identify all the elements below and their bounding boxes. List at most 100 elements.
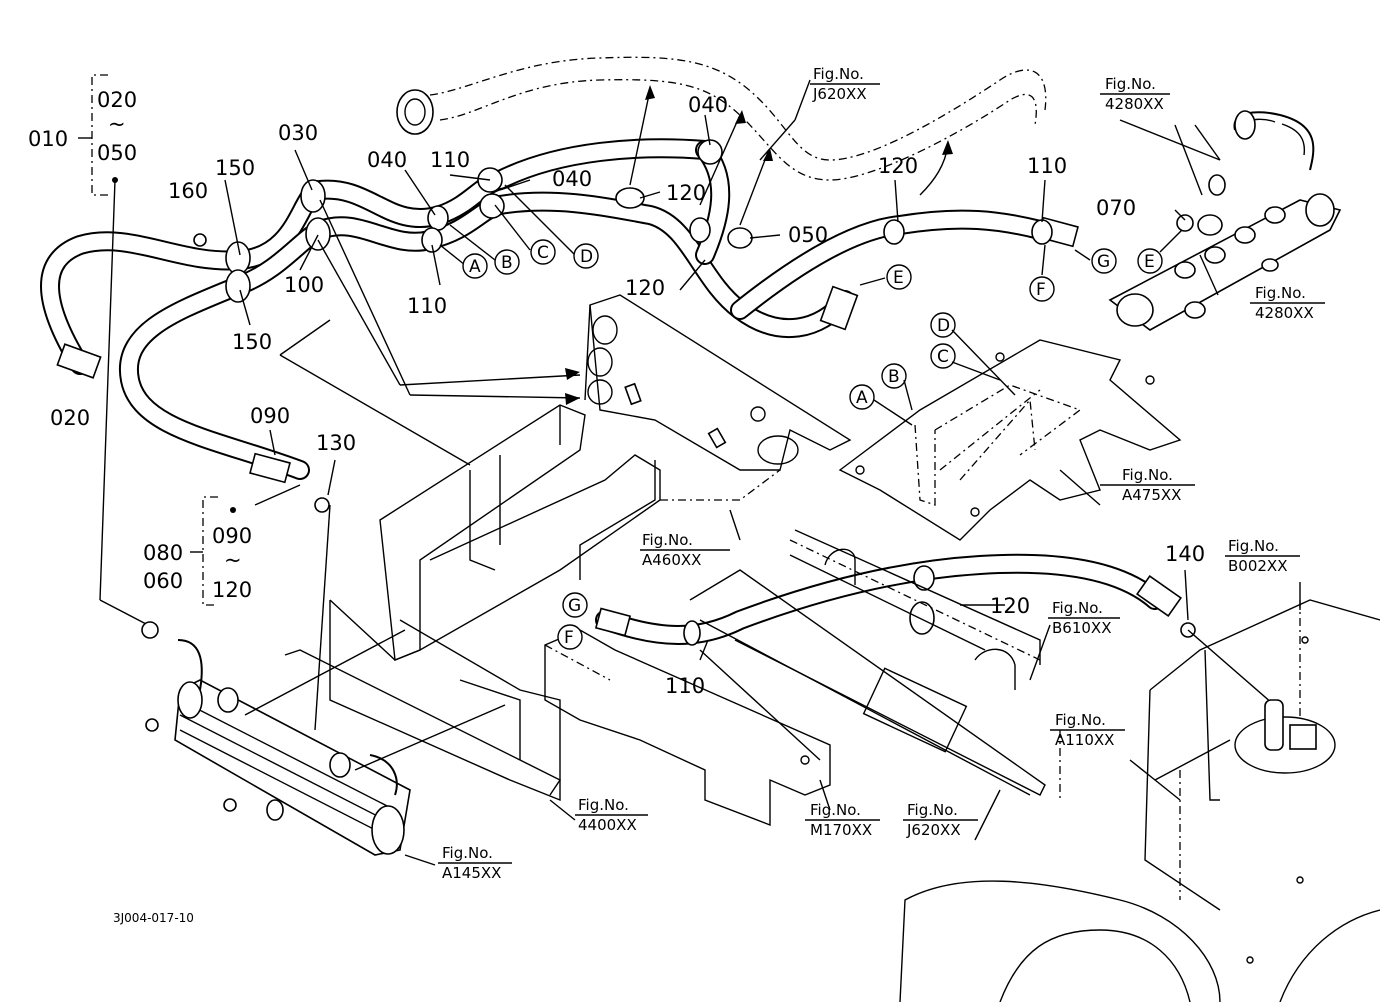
part-label-160: 160	[168, 179, 208, 203]
part-label-040: 040	[367, 148, 407, 172]
part-label-120: 120	[878, 154, 918, 178]
svg-text:B002XX: B002XX	[1228, 557, 1287, 575]
fig-ref-b610xx: Fig.No. B610XX	[1048, 599, 1120, 637]
part-label-150: 150	[232, 330, 272, 354]
svg-text:Fig.No.: Fig.No.	[1255, 284, 1306, 302]
svg-text:A110XX: A110XX	[1055, 731, 1114, 749]
range-bracket-080	[190, 496, 236, 606]
range-bracket-010	[78, 74, 118, 196]
fig-ref-a145xx: Fig.No. A145XX	[438, 844, 512, 882]
callout-e: E	[886, 264, 912, 290]
return-hose-assembly	[40, 138, 1079, 513]
callout-e: E	[1137, 248, 1163, 274]
callout-b: B	[494, 249, 520, 275]
callout-f: F	[557, 624, 583, 650]
fuel-rail-assembly	[1108, 110, 1342, 331]
svg-text:Fig.No.: Fig.No.	[813, 65, 864, 83]
svg-text:B: B	[888, 367, 900, 387]
fuel-tank-bracket-plate	[838, 339, 1182, 541]
callout-c: C	[530, 239, 556, 265]
figure-references: Fig.No. J620XX Fig.No. 4280XX Fig.No. 42…	[438, 65, 1325, 882]
frame-bracket	[284, 294, 852, 802]
part-label-120: 120	[990, 594, 1030, 618]
svg-text:4280XX: 4280XX	[1105, 95, 1164, 113]
fig-ref-4400xx: Fig.No. 4400XX	[575, 796, 648, 834]
callout-letters: A B C D E F G E A B C D F G	[462, 239, 1163, 650]
lower-brackets	[544, 529, 1061, 841]
callout-g: G	[1091, 248, 1117, 274]
part-label-020: 020	[50, 406, 90, 430]
range-tilde: ~	[108, 112, 126, 136]
part-label-010: 010	[28, 127, 68, 151]
svg-text:J620XX: J620XX	[812, 85, 867, 103]
part-label-120: 120	[666, 181, 706, 205]
svg-text:Fig.No.: Fig.No.	[1105, 75, 1156, 93]
fig-ref-a460xx: Fig.No. A460XX	[640, 531, 730, 569]
part-label-110: 110	[407, 294, 447, 318]
callout-d: D	[573, 243, 599, 269]
svg-text:A460XX: A460XX	[642, 551, 701, 569]
svg-text:A475XX: A475XX	[1122, 486, 1181, 504]
part-label-040: 040	[552, 167, 592, 191]
callout-d: D	[930, 312, 956, 338]
part-label-120: 120	[625, 276, 665, 300]
svg-text:E: E	[893, 268, 904, 288]
svg-text:E: E	[1144, 252, 1155, 272]
part-label-060: 060	[143, 569, 183, 593]
part-label-130: 130	[316, 431, 356, 455]
svg-text:G: G	[568, 596, 581, 616]
part-label-100: 100	[284, 273, 324, 297]
svg-text:Fig.No.: Fig.No.	[1122, 466, 1173, 484]
fig-ref-a475xx: Fig.No. A475XX	[1100, 466, 1195, 504]
svg-text:Fig.No.: Fig.No.	[642, 531, 693, 549]
callout-a: A	[849, 384, 875, 410]
callout-b: B	[881, 363, 907, 389]
callout-f: F	[1029, 276, 1055, 302]
lower-fuel-hose	[594, 553, 1281, 761]
part-label-070: 070	[1096, 196, 1136, 220]
part-label-150: 150	[215, 156, 255, 180]
part-label-110: 110	[430, 148, 470, 172]
fig-ref-j620xx-bottom: Fig.No. J620XX	[903, 801, 978, 839]
part-label-090: 090	[212, 524, 252, 548]
ref-leaders	[549, 119, 1221, 821]
svg-text:A: A	[469, 257, 481, 277]
svg-text:J620XX: J620XX	[906, 821, 961, 839]
callout-a: A	[462, 253, 488, 279]
part-label-030: 030	[278, 121, 318, 145]
part-label-080: 080	[143, 541, 183, 565]
fig-ref-a110xx: Fig.No. A110XX	[1050, 711, 1125, 749]
part-label-110: 110	[665, 674, 705, 698]
drawing-id: 3J004-017-10	[113, 911, 194, 925]
svg-text:4280XX: 4280XX	[1255, 304, 1314, 322]
svg-text:4400XX: 4400XX	[578, 816, 637, 834]
fig-ref-j620xx-top: Fig.No. J620XX	[810, 65, 880, 103]
leader-lines	[99, 79, 1091, 731]
svg-text:A145XX: A145XX	[442, 864, 501, 882]
svg-text:Fig.No.: Fig.No.	[442, 844, 493, 862]
oil-cooler	[141, 621, 506, 866]
svg-text:B610XX: B610XX	[1052, 619, 1111, 637]
svg-text:F: F	[1036, 280, 1046, 300]
svg-text:Fig.No.: Fig.No.	[1228, 537, 1279, 555]
svg-text:D: D	[580, 247, 593, 267]
svg-text:Fig.No.: Fig.No.	[578, 796, 629, 814]
svg-text:A: A	[856, 388, 868, 408]
fig-ref-4280xx-top: Fig.No. 4280XX	[1100, 75, 1170, 113]
part-label-040: 040	[688, 93, 728, 117]
svg-text:D: D	[937, 316, 950, 336]
svg-text:F: F	[564, 628, 574, 648]
part-label-020: 020	[97, 88, 137, 112]
part-label-050: 050	[97, 141, 137, 165]
fuel-tank	[899, 582, 1380, 1002]
part-label-050: 050	[788, 223, 828, 247]
svg-text:M170XX: M170XX	[810, 821, 872, 839]
svg-text:Fig.No.: Fig.No.	[1052, 599, 1103, 617]
svg-text:Fig.No.: Fig.No.	[810, 801, 861, 819]
svg-text:Fig.No.: Fig.No.	[1055, 711, 1106, 729]
part-label-110: 110	[1027, 154, 1067, 178]
svg-text:Fig.No.: Fig.No.	[907, 801, 958, 819]
svg-text:C: C	[937, 347, 949, 367]
phantom-hose	[396, 56, 1047, 181]
